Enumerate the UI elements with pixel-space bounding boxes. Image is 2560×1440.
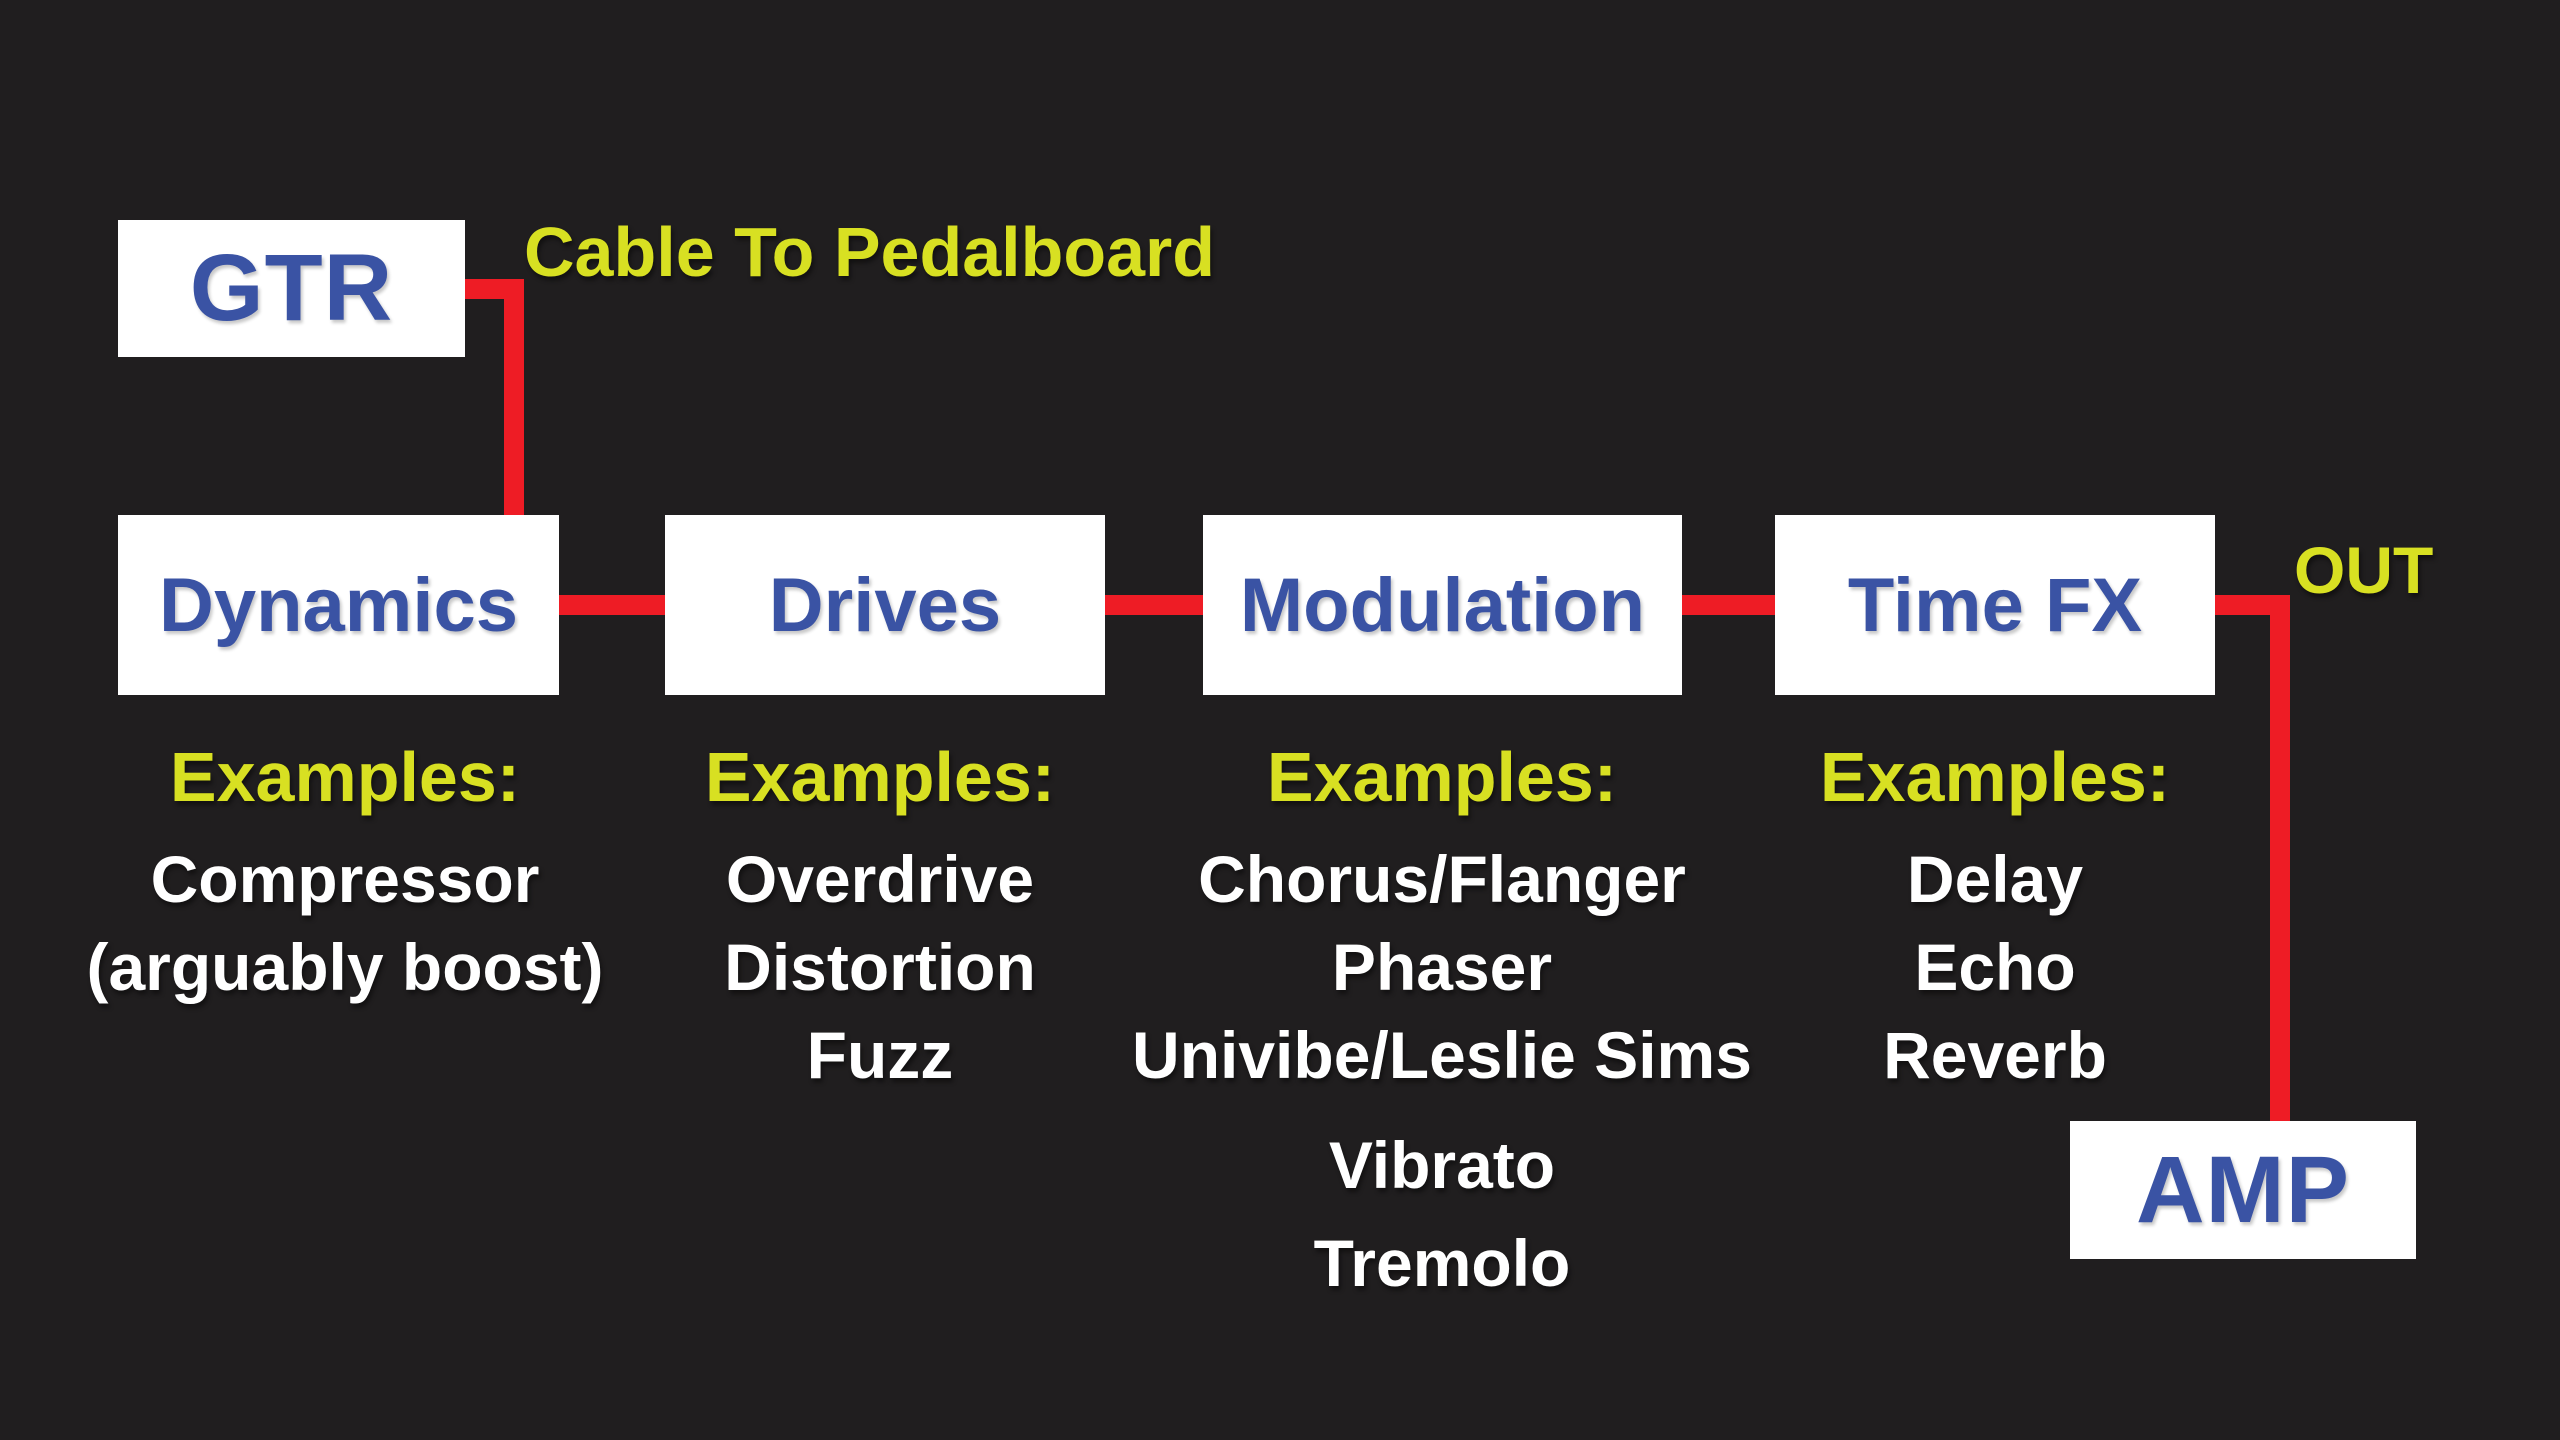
example-item: Distortion [724, 930, 1036, 1004]
example-item: Tremolo [1313, 1226, 1571, 1300]
drives-examples-list: Examples: Overdrive Distortion Fuzz [705, 733, 1055, 1099]
example-item: Univibe/Leslie Sims [1132, 1018, 1752, 1092]
dynamics-examples-list: Examples: Compressor (arguably boost) [86, 733, 603, 1011]
dynamics-node-label: Dynamics [158, 562, 519, 648]
example-item: Phaser [1331, 930, 1553, 1004]
wire-out-to-amp [2270, 595, 2290, 1121]
examples-heading: Examples: [704, 738, 1056, 816]
examples-heading: Examples: [1819, 738, 2171, 816]
example-item: Chorus/Flanger [1198, 842, 1686, 916]
gtr-node-box: GTR [118, 220, 465, 357]
amp-node-box: AMP [2070, 1121, 2416, 1259]
modulation-node-label: Modulation [1239, 562, 1646, 648]
example-item: Vibrato [1328, 1128, 1556, 1202]
example-item: Compressor [150, 842, 540, 916]
modulation-examples-list: Examples: Chorus/Flanger Phaser Univibe/… [1132, 733, 1752, 1307]
wire-modulation-to-timefx [1682, 595, 1775, 615]
out-label: OUT [2294, 533, 2434, 607]
example-item: Overdrive [725, 842, 1035, 916]
timefx-examples-list: Examples: Delay Echo Reverb [1820, 733, 2170, 1099]
amp-node-label: AMP [2135, 1136, 2351, 1243]
timefx-node-box: Time FX [1775, 515, 2215, 695]
example-item: Delay [1906, 842, 2084, 916]
examples-heading: Examples: [1266, 738, 1618, 816]
drives-node-box: Drives [665, 515, 1105, 695]
examples-heading: Examples: [169, 738, 521, 816]
wire-dynamics-to-drives [559, 595, 665, 615]
example-item: Reverb [1883, 1018, 2107, 1092]
example-item: Fuzz [806, 1018, 954, 1092]
timefx-node-label: Time FX [1847, 562, 2143, 648]
cable-to-pedalboard-label: Cable To Pedalboard [524, 213, 1216, 291]
example-item: Echo [1914, 930, 2076, 1004]
dynamics-node-box: Dynamics [118, 515, 559, 695]
wire-drives-to-modulation [1105, 595, 1203, 615]
modulation-node-box: Modulation [1203, 515, 1682, 695]
drives-node-label: Drives [768, 562, 1002, 648]
gtr-node-label: GTR [189, 235, 394, 341]
wire-gtr-to-dynamics [504, 279, 524, 515]
example-item: (arguably boost) [86, 930, 604, 1004]
